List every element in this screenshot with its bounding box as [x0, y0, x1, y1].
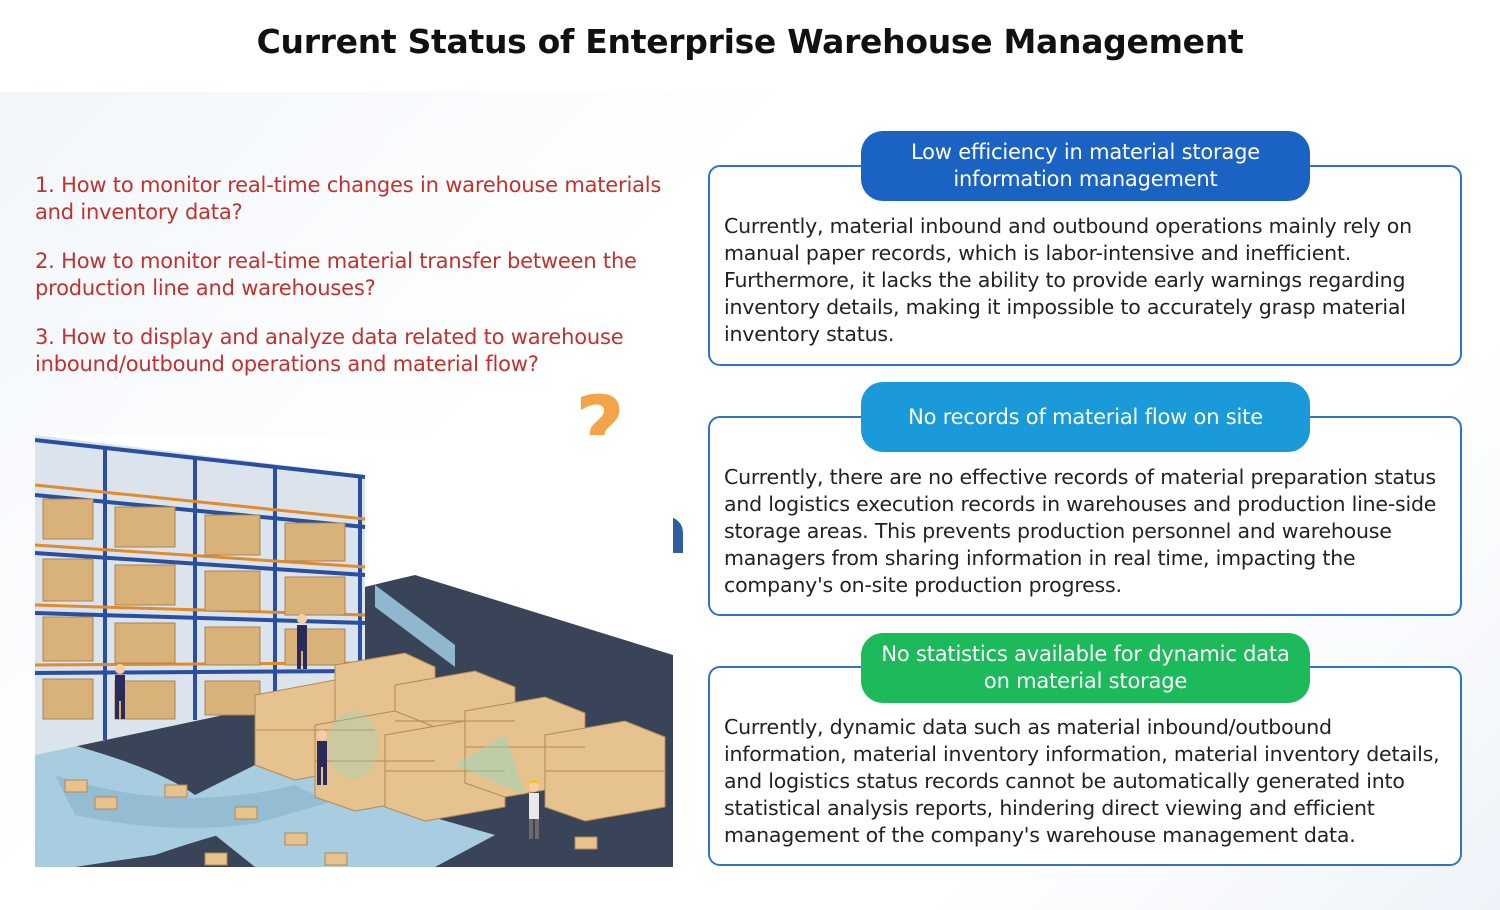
question-item-2: 2. How to monitor real-time material tra… [35, 249, 637, 300]
problem-panel-efficiency: Currently, material inbound and outbound… [708, 165, 1462, 366]
warehouse-illustration [35, 435, 673, 867]
problem-panel-material-flow: Currently, there are no effective record… [708, 416, 1462, 616]
question-item-3: 3. How to display and analyze data relat… [35, 325, 624, 376]
panel-text: Currently, material inbound and outbound… [724, 214, 1412, 346]
problem-badge-statistics: No statistics available for dynamic data… [861, 633, 1310, 703]
problem-badge-efficiency: Low efficiency in material storage infor… [861, 131, 1310, 201]
question-list: 1. How to monitor real-time changes in w… [35, 172, 695, 400]
panel-text: Currently, there are no effective record… [724, 465, 1437, 597]
problem-badge-material-flow: No records of material flow on site [861, 382, 1310, 452]
page-title: Current Status of Enterprise Warehouse M… [256, 22, 1244, 61]
panel-text: Currently, dynamic data such as material… [724, 715, 1440, 847]
question-item-1: 1. How to monitor real-time changes in w… [35, 173, 662, 224]
